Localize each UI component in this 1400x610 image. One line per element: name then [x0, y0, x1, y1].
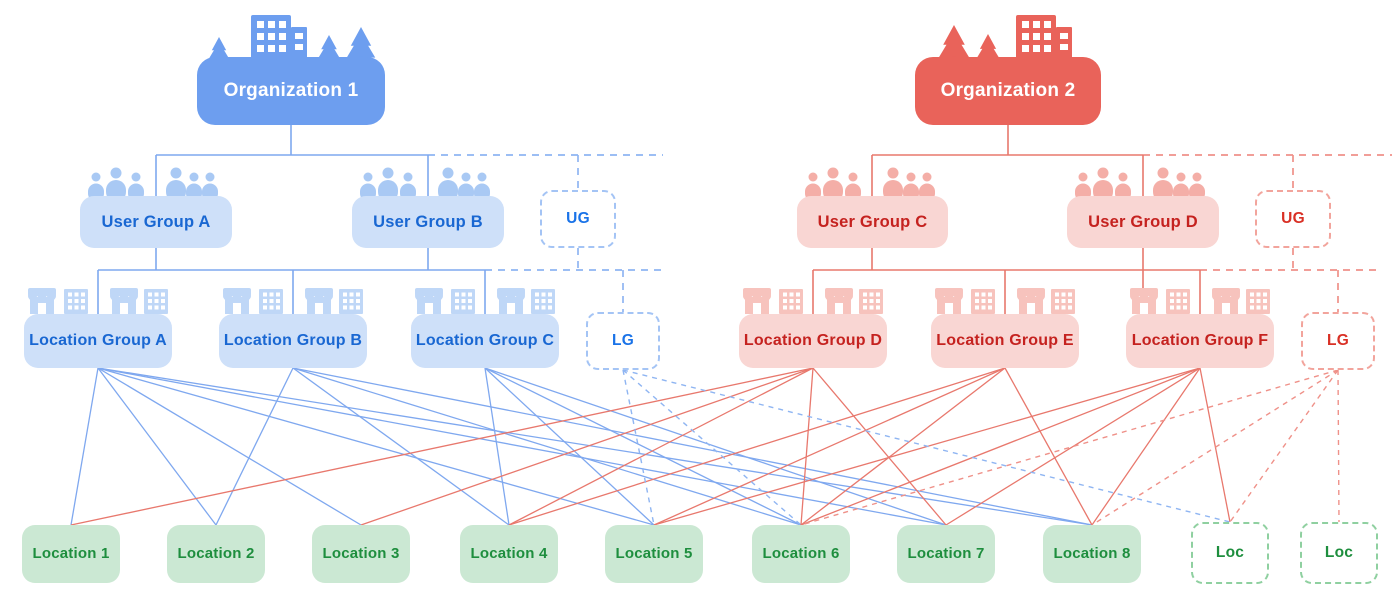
- lgpr-node: LG: [1301, 312, 1375, 370]
- location-6-node: Location 6: [752, 525, 850, 583]
- ugpr-node: UG: [1255, 190, 1331, 248]
- assignment-line: [1091, 369, 1339, 526]
- lgpb-node: LG: [586, 312, 660, 370]
- location-8-node: Location 8: [1043, 525, 1141, 583]
- assignment-line: [484, 367, 802, 526]
- user-group-c-node: User Group C: [797, 196, 948, 248]
- assignment-line: [70, 367, 814, 526]
- assignment-line: [97, 367, 362, 526]
- location-4-node: Location 4: [460, 525, 558, 583]
- assignment-line: [360, 367, 814, 526]
- location-2-node: Location 2: [167, 525, 265, 583]
- assignment-line: [1229, 369, 1339, 523]
- location-group-d-node: Location Group D: [739, 314, 887, 368]
- assignment-line: [1091, 367, 1201, 526]
- organization-2-node: Organization 2: [915, 57, 1101, 125]
- organization-1-node: Organization 1: [197, 57, 385, 125]
- assignment-line: [945, 367, 1201, 526]
- assignment-line: [1199, 367, 1231, 523]
- assignment-line: [484, 367, 655, 526]
- assignment-line: [97, 367, 655, 526]
- assignment-line: [508, 367, 1006, 526]
- user-group-b-node: User Group B: [352, 196, 504, 248]
- location-group-b-node: Location Group B: [219, 314, 367, 368]
- assignment-line: [292, 367, 1093, 526]
- user-group-d-node: User Group D: [1067, 196, 1219, 248]
- location-1-node: Location 1: [22, 525, 120, 583]
- locp2-node: Loc: [1300, 522, 1378, 584]
- assignment-line: [800, 367, 1201, 526]
- assignment-line: [97, 367, 947, 526]
- location-group-e-node: Location Group E: [931, 314, 1079, 368]
- locp1-node: Loc: [1191, 522, 1269, 584]
- assignment-line: [215, 367, 294, 526]
- location-group-a-node: Location Group A: [24, 314, 172, 368]
- assignment-line: [97, 367, 1093, 526]
- ugpb-node: UG: [540, 190, 616, 248]
- assignment-line: [653, 367, 1006, 526]
- user-group-a-node: User Group A: [80, 196, 232, 248]
- assignment-line: [800, 369, 1339, 526]
- assignment-line: [622, 369, 1231, 523]
- assignment-line: [1004, 367, 1093, 526]
- location-7-node: Location 7: [897, 525, 995, 583]
- assignment-line: [800, 367, 814, 526]
- assignment-line: [812, 367, 947, 526]
- location-group-f-node: Location Group F: [1126, 314, 1274, 368]
- assignment-line: [622, 369, 655, 526]
- assignment-line: [292, 367, 802, 526]
- assignment-line: [508, 367, 814, 526]
- assignment-line: [70, 367, 99, 526]
- location-5-node: Location 5: [605, 525, 703, 583]
- assignment-line: [292, 367, 510, 526]
- assignment-line: [484, 367, 510, 526]
- assignment-line: [800, 367, 1006, 526]
- location-group-c-node: Location Group C: [411, 314, 559, 368]
- location-3-node: Location 3: [312, 525, 410, 583]
